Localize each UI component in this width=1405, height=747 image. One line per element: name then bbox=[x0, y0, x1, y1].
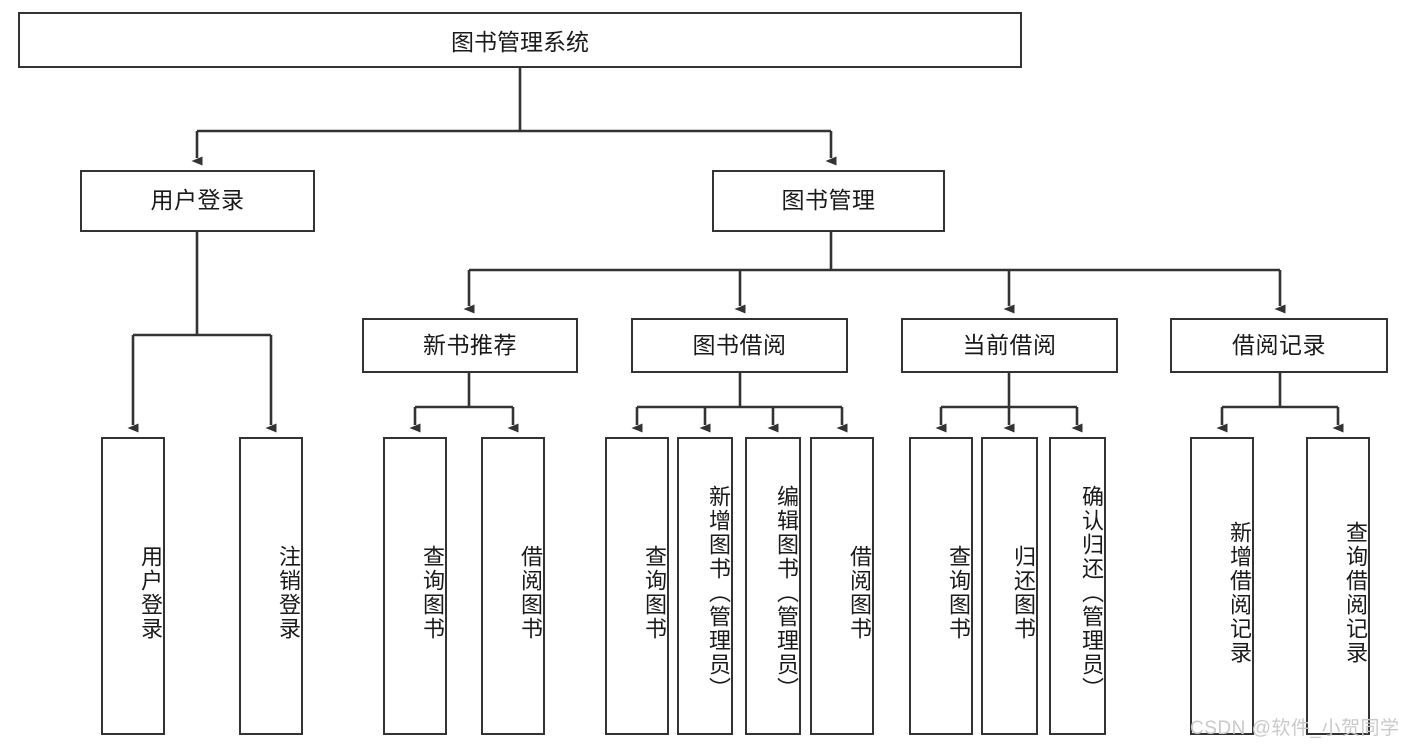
node-label: 当前借阅 bbox=[962, 331, 1057, 358]
leaf-query-record[interactable]: 查询借阅记录 bbox=[1306, 437, 1370, 735]
node-label: 用户登录 bbox=[138, 545, 163, 641]
node-label: 新书推荐 bbox=[423, 331, 517, 358]
node-label: 借阅图书 bbox=[847, 545, 872, 641]
node-label: 查询图书 bbox=[420, 545, 445, 641]
node-current-borrow[interactable]: 当前借阅 bbox=[901, 318, 1118, 373]
leaf-confirm-return[interactable]: 确认归还（管理员） bbox=[1049, 437, 1106, 735]
leaf-logout[interactable]: 注销登录 bbox=[239, 437, 303, 735]
node-label: 图书借阅 bbox=[692, 331, 787, 358]
node-label: 用户登录 bbox=[150, 187, 245, 214]
node-new-book-rec[interactable]: 新书推荐 bbox=[362, 318, 578, 373]
node-label: 查询图书 bbox=[642, 545, 667, 641]
node-label: 查询借阅记录 bbox=[1343, 521, 1368, 665]
node-book-borrow[interactable]: 图书借阅 bbox=[631, 318, 848, 373]
node-label: 归还图书 bbox=[1011, 545, 1036, 641]
leaf-user-login[interactable]: 用户登录 bbox=[101, 437, 165, 735]
node-label: 确认归还（管理员） bbox=[1079, 485, 1104, 701]
node-label: 新增借阅记录 bbox=[1227, 521, 1252, 665]
node-root-system[interactable]: 图书管理系统 bbox=[18, 12, 1022, 68]
csdn-watermark: CSDN @软件_小贺同学 bbox=[1190, 718, 1400, 739]
node-label: 借阅图书 bbox=[518, 545, 543, 641]
leaf-query-book-1[interactable]: 查询图书 bbox=[383, 437, 447, 735]
node-label: 图书管理系统 bbox=[451, 29, 589, 55]
node-label: 注销登录 bbox=[276, 545, 301, 641]
leaf-edit-book[interactable]: 编辑图书（管理员） bbox=[745, 437, 801, 735]
leaf-query-book-3[interactable]: 查询图书 bbox=[909, 437, 973, 735]
node-label: 图书管理 bbox=[781, 187, 876, 214]
node-label: 新增图书（管理员） bbox=[706, 485, 731, 701]
node-label: 编辑图书（管理员） bbox=[774, 485, 799, 701]
leaf-add-book[interactable]: 新增图书（管理员） bbox=[677, 437, 733, 735]
node-user-login[interactable]: 用户登录 bbox=[80, 170, 315, 232]
node-borrow-record[interactable]: 借阅记录 bbox=[1170, 318, 1388, 373]
node-label: 查询图书 bbox=[946, 545, 971, 641]
node-book-manage[interactable]: 图书管理 bbox=[712, 170, 945, 232]
node-label: 借阅记录 bbox=[1232, 331, 1326, 358]
leaf-borrow-book-1[interactable]: 借阅图书 bbox=[481, 437, 545, 735]
leaf-query-book-2[interactable]: 查询图书 bbox=[605, 437, 669, 735]
leaf-return-book[interactable]: 归还图书 bbox=[981, 437, 1038, 735]
leaf-borrow-book-2[interactable]: 借阅图书 bbox=[810, 437, 874, 735]
leaf-add-record[interactable]: 新增借阅记录 bbox=[1190, 437, 1254, 735]
